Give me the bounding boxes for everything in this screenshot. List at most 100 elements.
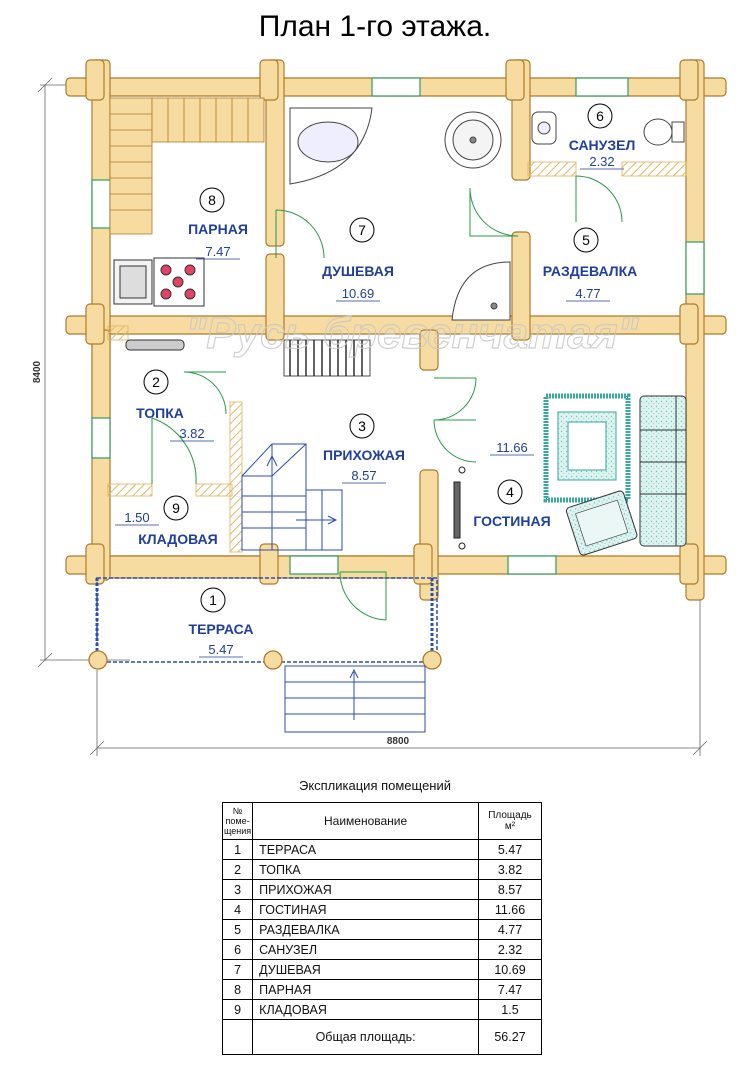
header-area: Площадь м²	[478, 802, 542, 840]
room-name: ГОСТИНАЯ	[473, 513, 550, 529]
terrace-post	[88, 650, 108, 670]
shower-fixtures	[289, 107, 511, 321]
terrace-post	[263, 650, 283, 670]
room-number: 7	[358, 222, 366, 238]
room-number-marker	[349, 217, 375, 243]
doors	[151, 175, 623, 621]
staircase	[241, 443, 343, 551]
room-number: 8	[208, 192, 216, 208]
cell-name: РАЗДЕВАЛКА	[252, 919, 479, 940]
sauna-benches	[109, 97, 265, 235]
cell-num: 5	[221, 919, 254, 940]
cell-area: 11.66	[478, 899, 542, 920]
window	[575, 77, 629, 97]
total-value: 56.27	[478, 1019, 542, 1055]
log-wall-vertical	[511, 231, 531, 341]
room-name: ТЕРРАСА	[189, 621, 254, 637]
room-number: 1	[209, 592, 217, 608]
cell-num: 1	[221, 839, 254, 860]
total-label: Общая площадь:	[252, 1019, 479, 1055]
log-wall-vertical	[265, 253, 285, 341]
window	[685, 241, 705, 295]
window	[371, 77, 421, 97]
window	[507, 555, 557, 575]
cell-name: КЛАДОВАЯ	[252, 999, 479, 1020]
cell-num: 3	[221, 879, 254, 900]
page-title: План 1-го этажа.	[258, 10, 492, 43]
terrace-post	[422, 650, 442, 670]
room-area: 8.57	[351, 468, 376, 483]
dimension-width: 8800	[387, 736, 410, 747]
room-name: ПРИХОЖАЯ	[323, 447, 405, 463]
cell-name: ДУШЕВАЯ	[252, 959, 479, 980]
room-area: 5.47	[208, 642, 233, 657]
room-number-marker	[199, 187, 225, 213]
room-number: 3	[358, 418, 366, 434]
log-corner	[413, 543, 433, 585]
watermark: "Русь бревенчатая"	[185, 309, 639, 358]
header-name: Наименование	[252, 802, 479, 840]
cell-empty	[221, 1019, 254, 1055]
cell-name: САНУЗЕЛ	[252, 939, 479, 960]
room-number-marker	[143, 369, 169, 395]
log-corner	[679, 59, 699, 101]
room-number: 9	[172, 500, 180, 516]
dimension-height: 8400	[32, 360, 43, 383]
room-number: 6	[596, 108, 604, 124]
floor-plan: 8400 8800	[32, 59, 727, 756]
cell-name: ГОСТИНАЯ	[252, 899, 479, 920]
partitions	[107, 161, 687, 553]
living-furniture	[453, 393, 687, 556]
cell-area: 1.5	[478, 999, 542, 1020]
room-area: 4.77	[575, 286, 600, 301]
log-corner	[259, 543, 279, 585]
cell-num: 7	[221, 959, 254, 980]
log-corner	[679, 303, 699, 345]
terrace	[88, 577, 442, 670]
stove	[113, 257, 205, 351]
cell-area: 10.69	[478, 959, 542, 980]
log-corner	[259, 59, 279, 101]
log-corner	[85, 543, 105, 585]
log-corner	[85, 59, 105, 101]
cell-area: 7.47	[478, 979, 542, 1000]
cell-num: 9	[221, 999, 254, 1020]
room-area: 3.82	[179, 426, 204, 441]
cell-area: 4.77	[478, 919, 542, 940]
log-wall-vertical	[419, 329, 439, 371]
room-name: ДУШЕВАЯ	[322, 263, 394, 279]
room-number-marker	[349, 413, 375, 439]
cell-area: 5.47	[478, 839, 542, 860]
cell-name: ПРИХОЖАЯ	[252, 879, 479, 900]
cell-area: 2.32	[478, 939, 542, 960]
room-area: 11.66	[496, 440, 528, 455]
room-area: 7.47	[205, 244, 230, 259]
bathroom-fixtures	[531, 111, 685, 146]
window	[91, 179, 111, 229]
room-number: 2	[152, 374, 160, 390]
cell-name: ТОПКА	[252, 859, 479, 880]
room-area: 10.69	[342, 286, 375, 301]
dimension-lines	[37, 77, 708, 756]
room-number: 5	[582, 232, 590, 248]
log-corner	[505, 59, 525, 101]
windows	[91, 77, 705, 575]
cell-num: 8	[221, 979, 254, 1000]
room-number-marker	[497, 479, 523, 505]
room-name: РАЗДЕВАЛКА	[543, 263, 637, 279]
room-area: 1.50	[124, 510, 149, 525]
room-area: 2.32	[589, 154, 614, 169]
table-total-row: Общая площадь:56.27	[221, 1019, 542, 1055]
cell-name: ТЕРРАСА	[252, 839, 479, 860]
window	[289, 555, 339, 575]
room-name: ТОПКА	[136, 405, 184, 421]
